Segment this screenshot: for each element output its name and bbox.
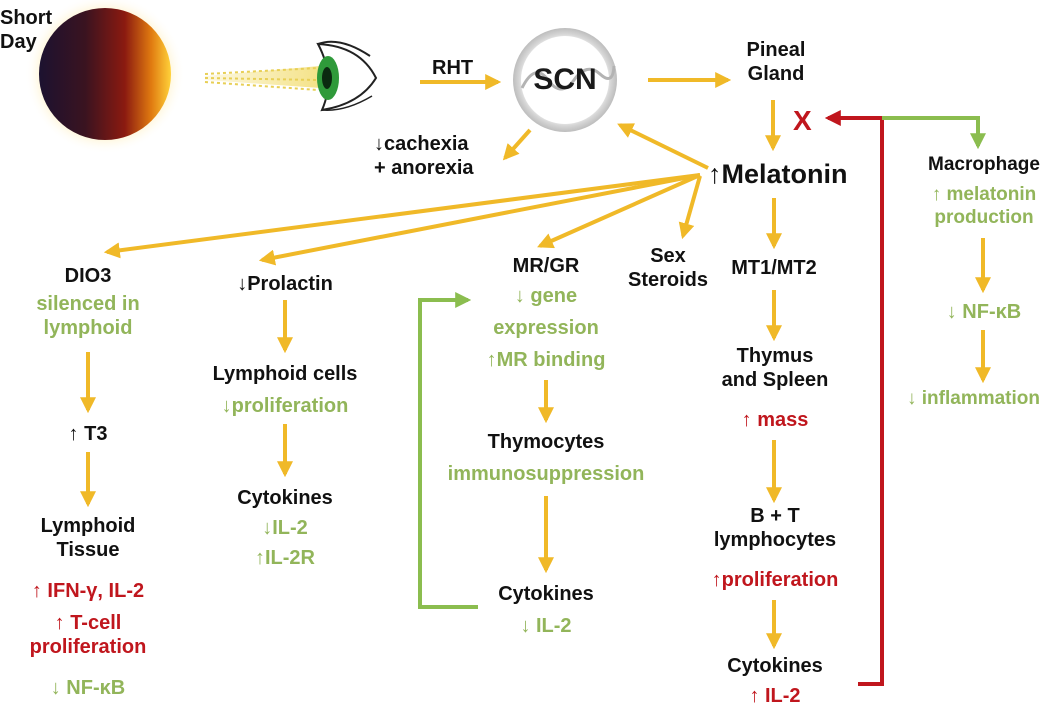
thymocytes-label: Thymocytes (487, 431, 605, 453)
sex-steroids: Sex Steroids (618, 244, 718, 292)
macrophage-title: Macrophage (928, 154, 1040, 175)
mrgr-binding: ↑MR binding (486, 349, 606, 371)
pineal-gland-label: Pineal Gland (740, 38, 812, 86)
tissue-line2: Tissue (56, 539, 120, 561)
eye-icon (316, 40, 378, 112)
ifn-label: ↑ IFN-γ, IL-2 (31, 580, 145, 602)
arrow-melatonin-mrgr (537, 173, 701, 249)
prolactin-il2: ↓IL-2 (262, 517, 308, 539)
light-beam (204, 66, 320, 91)
mt-proliferation: ↑proliferation (711, 569, 839, 591)
mt-title: MT1/MT2 (731, 257, 817, 279)
lymphoid-tissue: Lymphoid Tissue (20, 514, 156, 562)
melatonin-label: ↑Melatonin (708, 159, 848, 189)
bt-lymphocytes: B + T lymphocytes (700, 504, 850, 552)
mrgr-il2: ↓ IL-2 (520, 615, 572, 637)
short-label: Short (0, 7, 53, 29)
arrow-red-feedback (824, 110, 884, 686)
sex-line1: Sex (650, 245, 686, 267)
macrophage-melatonin: ↑ melatonin production (922, 184, 1046, 230)
thymus-spleen: Thymus and Spleen (700, 344, 850, 392)
dio3-line1: silenced in (36, 293, 140, 315)
tcell-line1: ↑ T-cell (54, 612, 122, 634)
macrophage-nfkb: ↓ NF-κB (946, 301, 1022, 323)
sex-line2: Steroids (627, 269, 709, 291)
macrophage-line2: production (934, 206, 1034, 228)
t3-label: ↑ T3 (68, 423, 108, 445)
mrgr-title: MR/GR (512, 255, 580, 277)
prolactin-il2r: ↑IL-2R (255, 547, 315, 569)
dio3-line2: lymphoid (43, 317, 133, 339)
rht-label: RHT (432, 57, 474, 79)
lymphoid-cells: Lymphoid cells (212, 363, 358, 385)
immunosuppression-label: immunosuppression (447, 463, 645, 485)
thymus-line2: and Spleen (721, 369, 829, 391)
mt-cytokines: Cytokines (727, 655, 823, 677)
dio3-nfkb: ↓ NF-κB (50, 677, 126, 699)
dio3-silenced: silenced in lymphoid (20, 292, 156, 340)
arrow-melatonin-dio3 (103, 173, 701, 259)
scn-clock-icon (513, 28, 617, 132)
cachexia-anorexia-label: ↓cachexia + anorexia (374, 132, 474, 180)
mrgr-gene: ↓ gene (514, 285, 578, 307)
tcell-label: ↑ T-cell proliferation (6, 611, 170, 659)
scn-label: SCN (533, 63, 597, 96)
tcell-line2: proliferation (29, 636, 147, 658)
prolactin-title: ↓Prolactin (237, 273, 333, 295)
prolactin-proliferation: ↓proliferation (221, 395, 349, 417)
arrow-scn-cachexia (502, 128, 532, 161)
arrow-melatonin-prolactin (258, 173, 701, 266)
cachexia-label: ↓cachexia (374, 133, 469, 155)
bt-line2: lymphocytes (713, 529, 837, 551)
bt-line1: B + T (750, 505, 800, 527)
short-day-label: Short Day (0, 6, 52, 54)
prolactin-cytokines: Cytokines (237, 487, 333, 509)
dio3-title: DIO3 (64, 265, 112, 287)
day-label: Day (0, 31, 37, 53)
anorexia-label: + anorexia (374, 157, 474, 179)
mass-label: ↑ mass (741, 409, 809, 431)
mt-il2: ↑ IL-2 (749, 685, 801, 707)
macrophage-line1: ↑ melatonin (931, 184, 1037, 205)
thymus-line1: Thymus (736, 345, 814, 367)
pineal-label: Pineal (746, 39, 806, 61)
tissue-line1: Lymphoid (40, 515, 136, 537)
gland-label: Gland (747, 63, 805, 85)
block-x-mark: X (793, 105, 812, 136)
mrgr-expression: expression (493, 317, 599, 339)
arrow-melatonin-scn (617, 123, 709, 170)
sun-icon (25, 0, 185, 154)
mrgr-cytokines: Cytokines (498, 583, 594, 605)
arrow-green-macrophage (882, 116, 986, 150)
macrophage-inflammation: ↓ inflammation (906, 388, 1040, 409)
arrow-melatonin-sex (678, 175, 702, 240)
arrow-feedback-mrgr (418, 292, 478, 609)
